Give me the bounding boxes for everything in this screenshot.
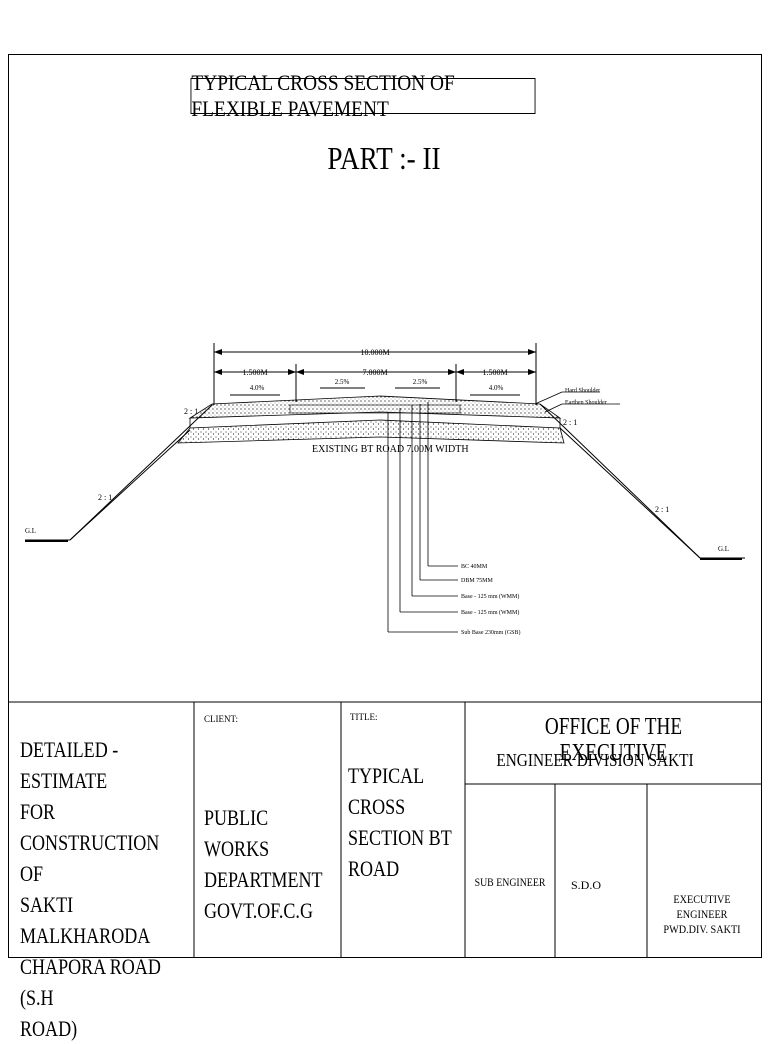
drawing-sheet-border xyxy=(8,54,762,958)
layer-wmm-1: Base - 125 mm (WMM) xyxy=(461,593,519,600)
office-line-2: ENGINEER DIVISION SAKTI xyxy=(496,750,694,770)
part-heading: PART :- II xyxy=(327,140,441,176)
dim-total: 10.000M xyxy=(360,348,389,357)
dimension-lines xyxy=(213,343,537,405)
sdo-signatory: S.D.O xyxy=(570,878,601,892)
client-label: CLIENT: xyxy=(204,714,239,724)
hard-shoulder-label: Hard Shoulder xyxy=(565,388,600,394)
slope-lower-left: 2 : 1 xyxy=(98,493,112,502)
earthen-shoulder-label: Earthen Shoulder xyxy=(565,400,607,406)
slope-lower-right: 2 : 1 xyxy=(655,505,669,514)
office-line-1: OFFICE OF THE EXECUTIVE xyxy=(544,714,683,766)
layer-dbm: DBM 75MM xyxy=(461,578,494,584)
layer-bc: BC 40MM xyxy=(461,564,488,570)
camber-right: 2.5% xyxy=(413,378,428,386)
slope-right-shoulder: 4.0% xyxy=(489,384,504,392)
dim-carriageway: 7.000M xyxy=(362,368,387,377)
layer-leaders xyxy=(387,391,620,633)
upper-pavement-layer xyxy=(188,395,562,419)
executive-engineer-signatory: EXECUTIVE ENGINEER PWD.DIV. SAKTI xyxy=(663,892,741,936)
slope-left-shoulder: 4.0% xyxy=(250,384,265,392)
layer-wmm-2: Base - 125 mm (WMM) xyxy=(461,609,519,616)
dimension-arrows xyxy=(214,349,536,375)
client-name: PUBLIC WORKS DEPARTMENT GOVT.OF.C.G xyxy=(204,805,323,923)
dim-left-shoulder: 1.500M xyxy=(242,368,267,377)
project-description: DETAILED -ESTIMATE FOR CONSTRUCTION OF S… xyxy=(20,737,161,1041)
sub-engineer-signatory: SUB ENGINEER xyxy=(474,875,546,889)
slope-upper-left: 2 : 1 xyxy=(184,407,198,416)
title-block-grid xyxy=(8,701,762,958)
dim-right-shoulder: 1.500M xyxy=(482,368,507,377)
ground-level-left: G.L xyxy=(25,527,36,535)
existing-road-label: EXISTING BT ROAD 7.00M WIDTH xyxy=(312,444,469,455)
sheet-title: TYPICAL CROSS SECTION BT ROAD xyxy=(348,763,452,881)
ground-level-right: G.L xyxy=(718,545,729,553)
slope-upper-right: 2 : 1 xyxy=(563,418,577,427)
lower-pavement-layer xyxy=(177,419,565,444)
title-label: TITLE: xyxy=(350,712,378,722)
layer-gsb: Sub Base 230mm (GSB) xyxy=(461,629,521,636)
camber-left: 2.5% xyxy=(335,378,350,386)
